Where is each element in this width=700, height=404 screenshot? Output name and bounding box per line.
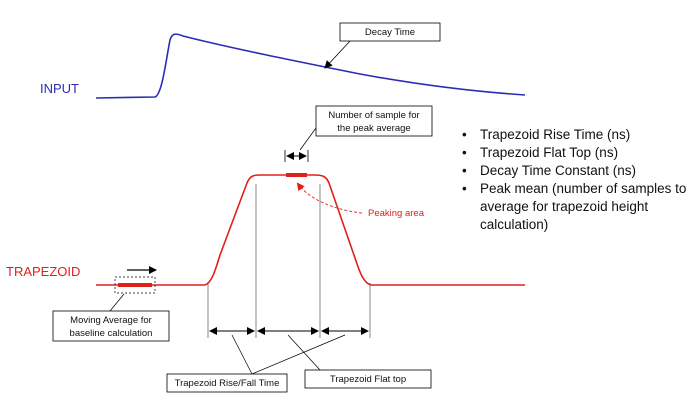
rise-fall-time-text: Trapezoid Rise/Fall Time — [175, 378, 280, 389]
trapezoid-label: TRAPEZOID — [6, 264, 80, 279]
flat-top-leader — [287, 334, 321, 371]
fall-time-leader — [251, 334, 346, 375]
moving-average-text-line1: Moving Average for — [70, 315, 152, 326]
decay-time-pointer — [324, 40, 351, 69]
decay-time-box — [339, 22, 441, 42]
parameter-text: Peak mean (number of samples to average … — [480, 181, 687, 232]
moving-average-text-line2: baseline calculation — [70, 328, 153, 339]
parameter-list: • Trapezoid Rise Time (ns) • Trapezoid Fla… — [460, 126, 698, 234]
timing-reference-lines — [207, 184, 371, 338]
decay-time-callout: Decay Time — [324, 22, 441, 69]
bottom-callout-leaders — [231, 334, 346, 375]
moving-average-pointer — [109, 293, 125, 312]
parameter-item-peak-mean: • Peak mean (number of samples to average… — [460, 180, 698, 234]
rise-fall-time-box — [166, 373, 288, 393]
decay-time-text: Decay Time — [365, 27, 415, 38]
input-label: INPUT — [40, 81, 79, 96]
bullet-icon: • — [462, 181, 467, 196]
peak-average-text-line1: Number of sample for — [328, 110, 419, 121]
flat-top-callout: Trapezoid Flat top — [304, 369, 432, 389]
baseline-window-box — [114, 276, 156, 294]
parameter-item-decay-constant: • Decay Time Constant (ns) — [460, 162, 698, 180]
bullet-icon: • — [462, 127, 467, 142]
parameter-text: Decay Time Constant (ns) — [480, 163, 637, 178]
bullet-icon: • — [462, 163, 467, 178]
peaking-area-callout: Peaking area — [296, 182, 425, 219]
peaking-area-pointer — [296, 182, 363, 214]
input-waveform — [95, 33, 526, 99]
peak-average-pointer — [299, 127, 317, 151]
parameter-text: Trapezoid Flat Top (ns) — [480, 145, 619, 160]
peak-average-text-line2: the peak average — [337, 123, 410, 134]
parameter-text: Trapezoid Rise Time (ns) — [480, 127, 631, 142]
bullet-icon: • — [462, 145, 467, 160]
moving-average-window: Moving Average for baseline calculation — [52, 266, 170, 342]
parameter-item-rise-time: • Trapezoid Rise Time (ns) — [460, 126, 698, 144]
moving-average-box — [52, 310, 170, 342]
flat-top-box — [304, 369, 432, 389]
parameter-item-flat-top: • Trapezoid Flat Top (ns) — [460, 144, 698, 162]
peak-average-callout: Number of sample for the peak average — [284, 105, 433, 177]
rise-time-leader — [231, 334, 253, 375]
rise-fall-time-callout: Trapezoid Rise/Fall Time — [166, 373, 288, 393]
peak-average-box — [315, 105, 433, 137]
flat-top-text: Trapezoid Flat top — [330, 374, 406, 385]
peaking-area-text: Peaking area — [368, 208, 425, 219]
